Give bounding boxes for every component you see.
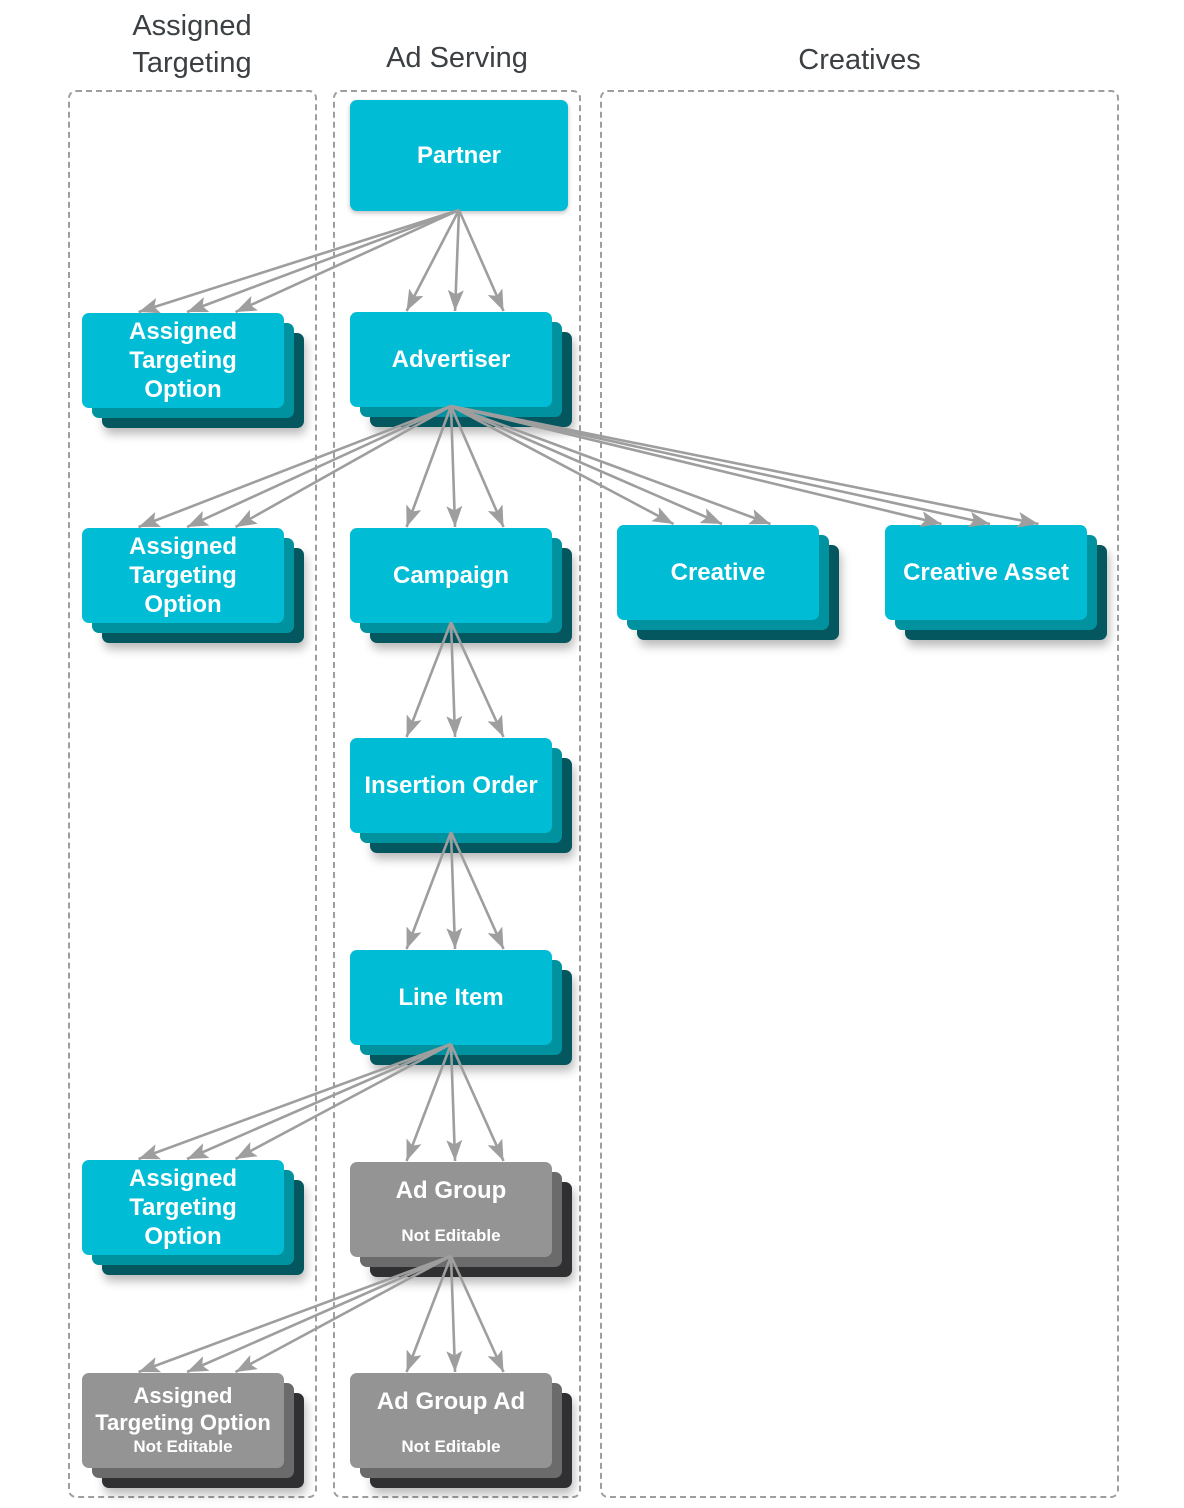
column-ad-serving xyxy=(333,90,581,1498)
node-label: Partner xyxy=(416,142,502,169)
node-label: Campaign xyxy=(392,562,509,589)
node-label: Assigned Targeting Option xyxy=(128,533,238,618)
node-sublabel: Not Editable xyxy=(401,1437,501,1456)
node-advertiser: Advertiser xyxy=(350,312,552,407)
node-partner: Partner xyxy=(350,100,568,211)
column-title-assigned-targeting: Assigned Targeting xyxy=(132,10,252,79)
node-label: Insertion Order xyxy=(364,772,538,799)
node-label: Creative Asset xyxy=(903,559,1069,586)
node-label: Assigned Targeting Option xyxy=(128,1165,238,1250)
node-ad-group-ad: Ad Group Ad Not Editable xyxy=(350,1373,552,1468)
column-assigned-targeting xyxy=(68,90,317,1498)
column-creatives xyxy=(600,90,1119,1498)
node-insertion-order: Insertion Order xyxy=(350,738,552,833)
node-creative: Creative xyxy=(617,525,819,620)
node-label: Ad Group Ad xyxy=(376,1388,526,1415)
node-ad-group: Ad Group Not Editable xyxy=(350,1162,552,1257)
node-label: Assigned Targeting Option xyxy=(128,318,238,403)
node-label: Assigned Targeting Option xyxy=(95,1383,271,1435)
node-campaign: Campaign xyxy=(350,528,552,623)
node-assigned-targeting-option-line-item: Assigned Targeting Option xyxy=(82,1160,284,1255)
column-title-creatives: Creatives xyxy=(798,44,921,76)
node-sublabel: Not Editable xyxy=(401,1226,501,1245)
node-label: Advertiser xyxy=(391,346,511,373)
node-assigned-targeting-option-ad-group: Assigned Targeting Option Not Editable xyxy=(82,1373,284,1468)
node-label: Line Item xyxy=(398,984,504,1011)
node-assigned-targeting-option-advertiser: Assigned Targeting Option xyxy=(82,528,284,623)
node-label: Creative xyxy=(670,559,766,586)
node-assigned-targeting-option-partner: Assigned Targeting Option xyxy=(82,313,284,408)
node-label: Ad Group xyxy=(395,1177,507,1204)
node-sublabel: Not Editable xyxy=(133,1437,233,1456)
node-line-item: Line Item xyxy=(350,950,552,1045)
column-title-ad-serving: Ad Serving xyxy=(386,42,528,74)
node-creative-asset: Creative Asset xyxy=(885,525,1087,620)
